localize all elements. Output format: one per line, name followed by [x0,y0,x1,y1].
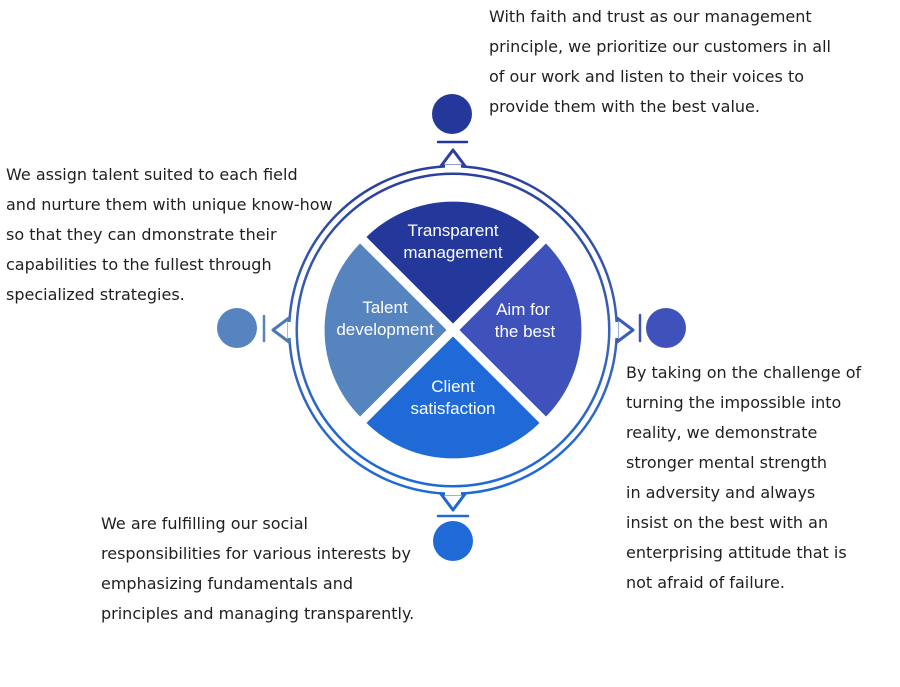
indicator-bottom [433,514,473,561]
description-right: By taking on the challenge of turning th… [626,363,862,592]
description-bottom: We are fulfilling our social responsibil… [101,514,415,623]
description-left: We assign talent suited to each field an… [6,165,333,304]
quadrant-aim-for-the-best [456,240,584,420]
indicator-right [638,308,686,348]
quadrant-client-satisfaction [363,333,543,461]
arrow-left [271,316,295,344]
arrow-bottom [439,489,467,512]
indicator-left [217,308,266,348]
arrow-top [439,148,467,171]
quadrant-talent-development [322,240,450,420]
indicator-top [432,94,472,144]
quadrant-transparent-management [363,199,543,327]
description-top: With faith and trust as our management p… [489,7,831,116]
arrow-right [611,316,635,344]
